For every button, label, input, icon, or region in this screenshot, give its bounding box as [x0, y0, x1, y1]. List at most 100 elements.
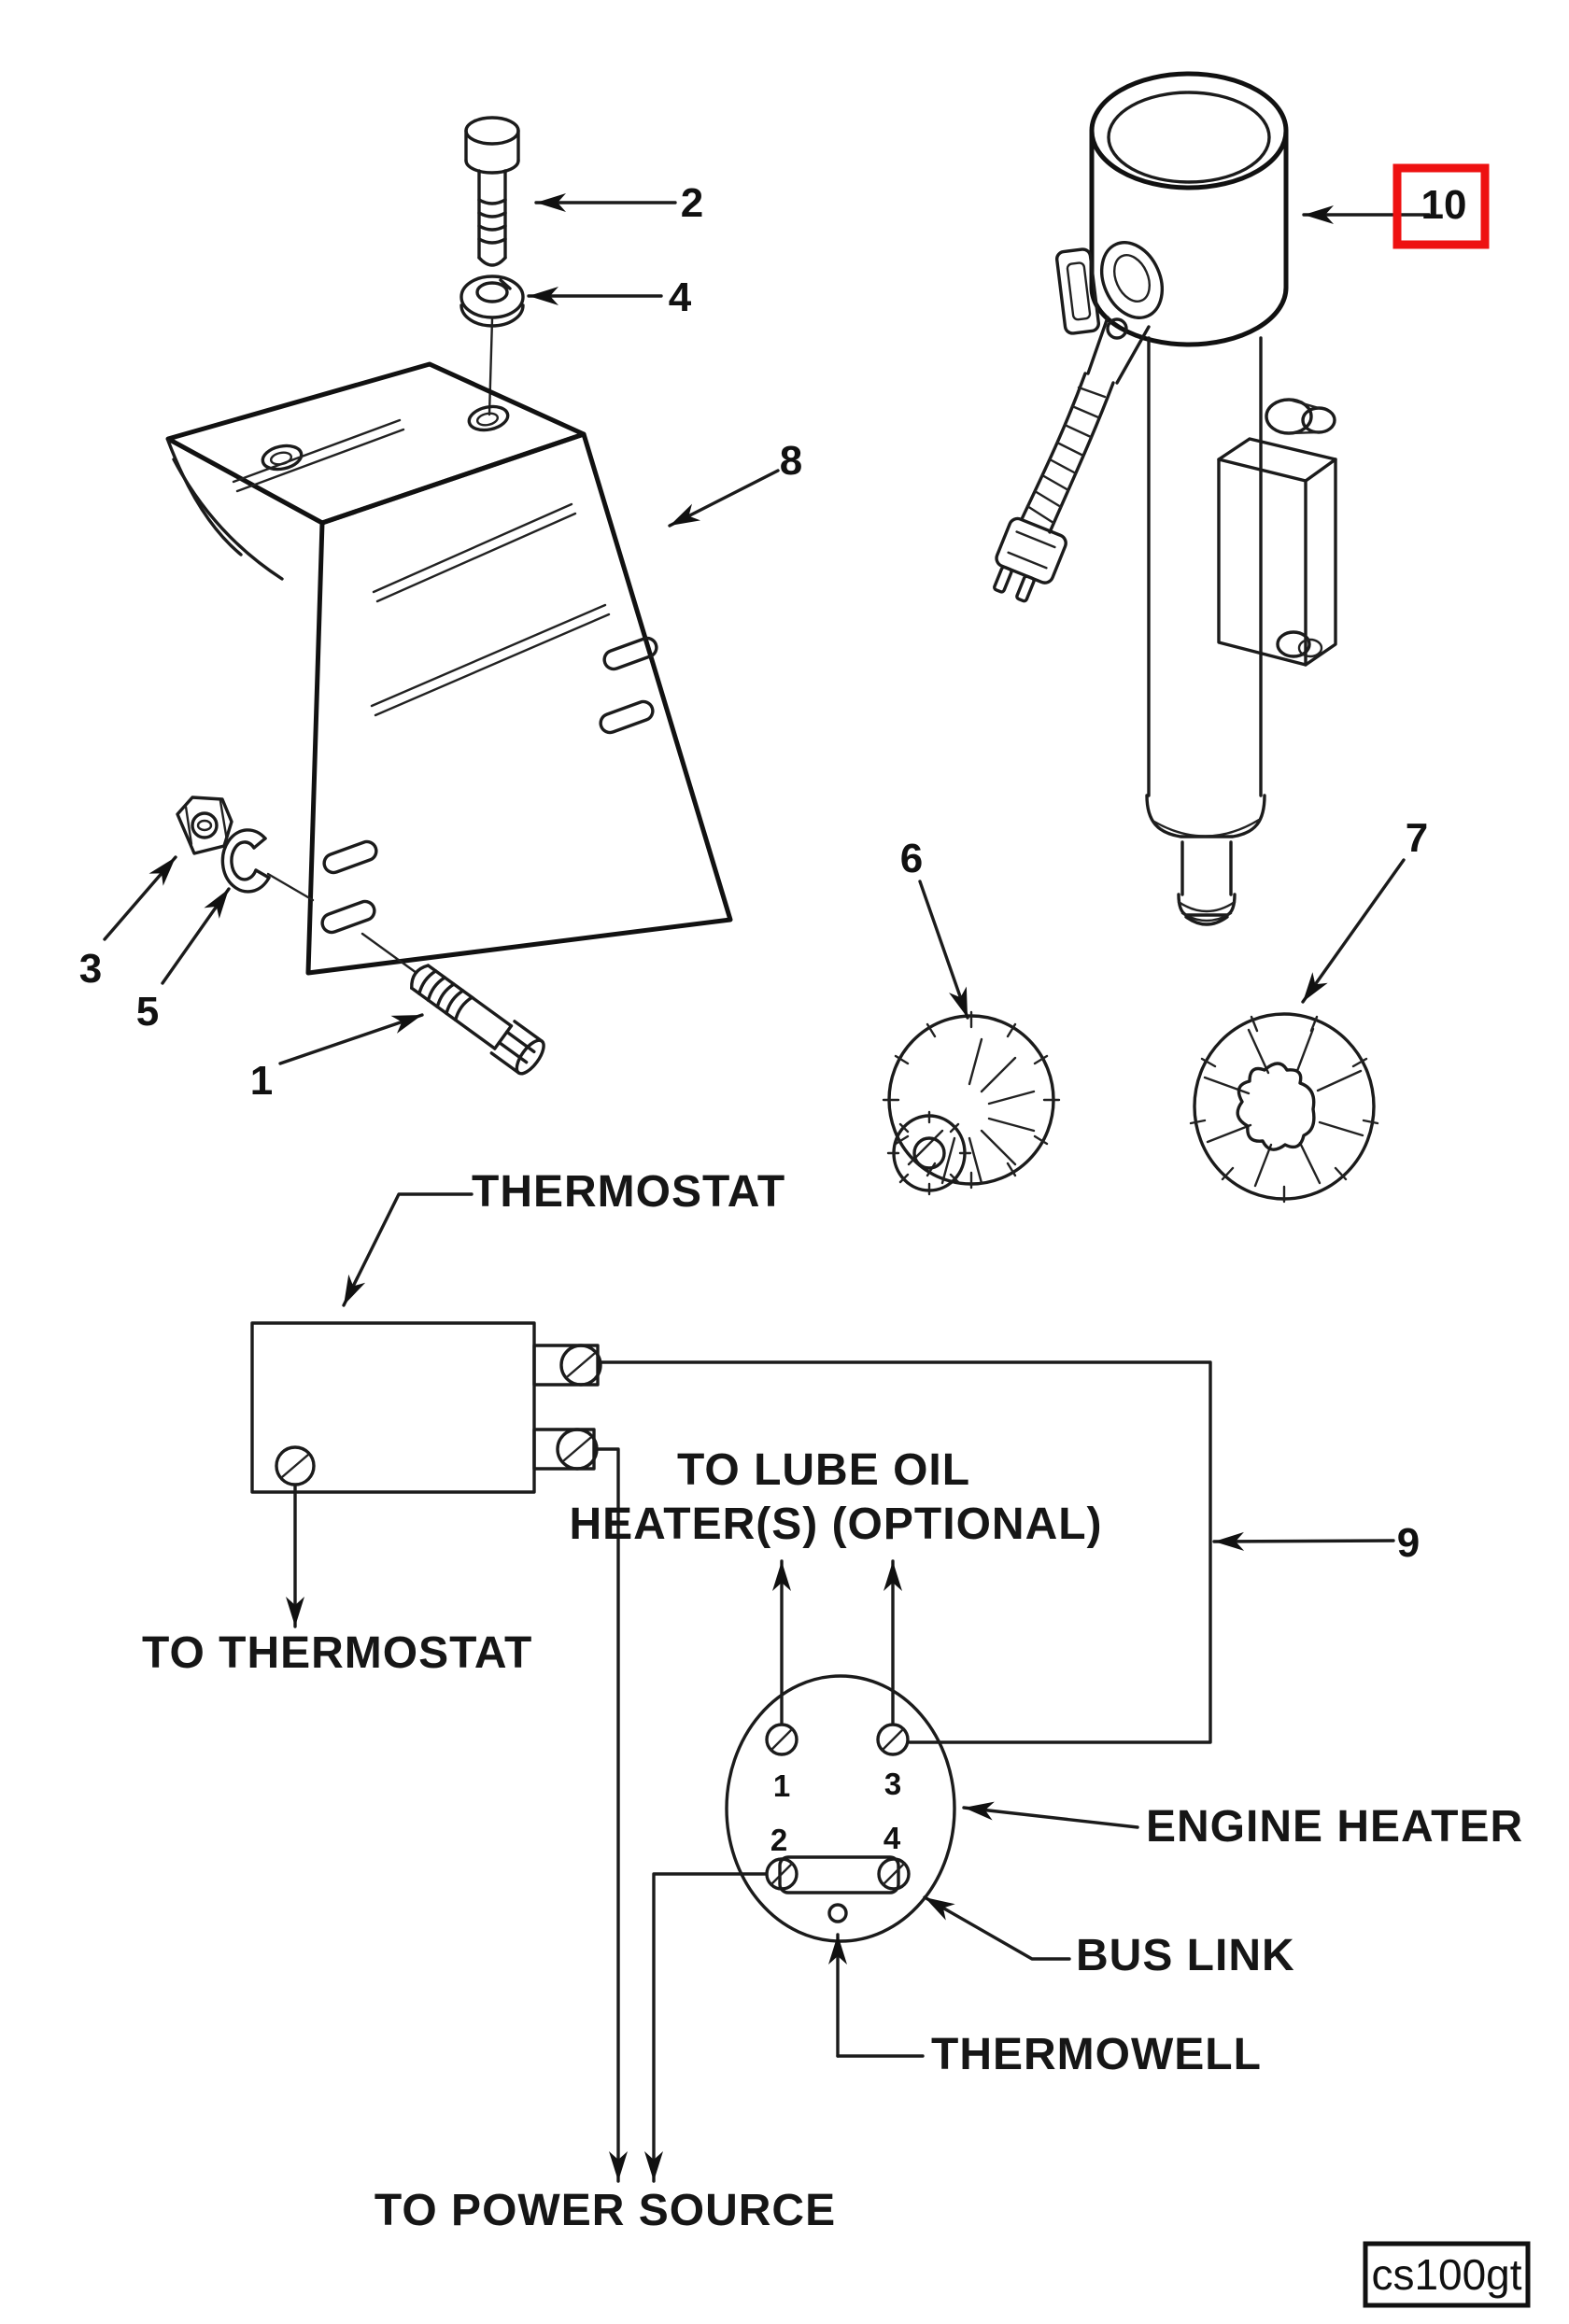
- highlight-box[interactable]: [1392, 163, 1490, 249]
- gear-part-7: [1189, 1012, 1379, 1204]
- nut-part-3: [176, 796, 233, 855]
- gear6-teeth: [882, 1010, 1061, 1190]
- bracket-front-face: [305, 431, 733, 976]
- bracket-bend-inner: [172, 458, 284, 581]
- heater-side-block-top: [1217, 437, 1337, 483]
- callout-2-label: 2: [681, 180, 703, 226]
- gear6-bevel-teeth: [907, 1037, 1036, 1185]
- gear7-spline-hub: [1236, 1062, 1316, 1151]
- terminal-2-label: 2: [770, 1823, 787, 1857]
- thermostat-terminal-tab-top: [532, 1344, 600, 1387]
- bracket-hole-right-inner: [475, 412, 500, 427]
- heater-spout-tip: [1184, 915, 1229, 926]
- callout-5-arrow: [161, 887, 231, 985]
- heater-side-block-side: [1304, 458, 1337, 667]
- callout-3-arrow: [103, 855, 177, 941]
- heater-clamp-tab: [1054, 247, 1101, 335]
- callout-7-arrow: [1301, 858, 1406, 1004]
- bracket-shading-upper: [372, 502, 577, 603]
- callout-10-label: 10: [1421, 182, 1467, 228]
- engine-heater-leader: [962, 1801, 1139, 1829]
- to-power-source-label: TO POWER SOURCE: [375, 2186, 836, 2235]
- heater-elbow-bolt: [1106, 317, 1128, 340]
- part-code-text: cs100gt: [1371, 2250, 1521, 2299]
- callout-8-label: 8: [780, 438, 802, 484]
- heater-port-lower: [1276, 630, 1311, 658]
- bracket-top-face: [165, 361, 587, 526]
- heater-plug: [993, 516, 1067, 603]
- callout-1-arrow: [278, 1013, 424, 1065]
- assembly-line-washer5: [266, 872, 315, 902]
- callout-1-label: 1: [250, 1058, 273, 1104]
- terminal-screw-4: [877, 1857, 911, 1891]
- gear7-spokes: [1203, 1027, 1364, 1188]
- part-code-border: [1363, 2241, 1531, 2308]
- bolt-part-1: [410, 964, 545, 1076]
- assembly-line-bolt2-to-bracket: [488, 317, 494, 416]
- callout-5-label: 5: [136, 989, 159, 1035]
- engine-heater-label: ENGINE HEATER: [1146, 1802, 1523, 1852]
- heater-cable-right: [1048, 381, 1115, 534]
- gear6-spline-hole: [912, 1136, 946, 1170]
- heater-bell-lip: [1152, 818, 1261, 838]
- to-lube-oil-label-line1: TO LUBE OIL: [677, 1445, 970, 1495]
- bus-link-leader: [923, 1895, 1071, 1961]
- to-lube-oil-label-line2: HEATER(S) (OPTIONAL): [569, 1500, 1102, 1549]
- heater-port-upper-end: [1301, 406, 1336, 434]
- heater-elbow-neck: [1086, 316, 1151, 385]
- thermowell-label: THERMOWELL: [931, 2030, 1262, 2079]
- bracket-shading-mid: [370, 603, 611, 717]
- thermostat-screw-top-terminal: [559, 1344, 602, 1387]
- heater-elbow-inner: [1113, 254, 1151, 303]
- heater-cap-lid: [1107, 91, 1271, 184]
- callout-6-arrow: [918, 880, 969, 1020]
- lock-washer-part-5: [220, 828, 271, 894]
- wire-thermostat-to-terminal3: [599, 1360, 1212, 1744]
- thermostat-leader-arrow: [342, 1192, 474, 1307]
- heater-bell: [1145, 794, 1266, 838]
- heater-cap-bottom: [1089, 285, 1289, 347]
- wire-terminal2-to-power: [644, 1872, 768, 2183]
- heater-cable-corrugation: [1025, 386, 1107, 525]
- callouts-group: 2 4 8 3 5 1 6 7 9 10: [79, 163, 1490, 1566]
- bracket-part-8: [165, 361, 733, 976]
- callout-9-label: 9: [1397, 1520, 1420, 1566]
- terminal-3-label: 3: [884, 1767, 901, 1801]
- heater-tube: [1147, 336, 1263, 797]
- heater-cap-sides: [1089, 128, 1289, 290]
- wire-thermostat-to-power: [595, 1447, 628, 2183]
- terminal-screw-3: [876, 1723, 910, 1756]
- part-code-box: cs100gt: [1363, 2241, 1531, 2308]
- bracket-bend-outer: [166, 439, 243, 556]
- callout-4-label: 4: [669, 275, 692, 320]
- thermowell-port: [827, 1903, 848, 1923]
- thermostat-label: THERMOSTAT: [472, 1167, 785, 1217]
- thermostat-box: [250, 1321, 536, 1494]
- thermostat-terminal-tab-bottom: [532, 1428, 596, 1471]
- engine-heater-part-10: [993, 71, 1337, 926]
- bracket-hole-left: [261, 444, 304, 472]
- heater-cable-left: [1020, 372, 1087, 521]
- bracket-slot-3: [322, 839, 378, 875]
- to-thermostat-label: TO THERMOSTAT: [142, 1628, 532, 1678]
- bracket-hole-right: [467, 404, 510, 432]
- heater-elbow: [1100, 241, 1164, 319]
- callout-6-label: 6: [900, 836, 923, 881]
- highlighted-callout-10[interactable]: 10: [1392, 163, 1490, 249]
- terminal-1-label: 1: [773, 1768, 790, 1803]
- bolt-part-2: [464, 116, 520, 267]
- bus-link-label: BUS LINK: [1076, 1931, 1295, 1980]
- bracket-shading-top: [232, 418, 405, 493]
- gear6-pinion-teeth: [886, 1110, 972, 1196]
- heater-clamp-slot: [1066, 261, 1092, 321]
- gear7-teeth: [1189, 1015, 1379, 1204]
- callout-3-label: 3: [79, 946, 102, 992]
- callout-7-label: 7: [1406, 815, 1428, 861]
- callout-8-arrow: [668, 469, 780, 528]
- bracket-slot-2: [599, 699, 655, 735]
- callout-9-arrow: [1212, 1531, 1395, 1551]
- heater-spout: [1180, 840, 1233, 896]
- terminal-screw-1: [765, 1723, 799, 1756]
